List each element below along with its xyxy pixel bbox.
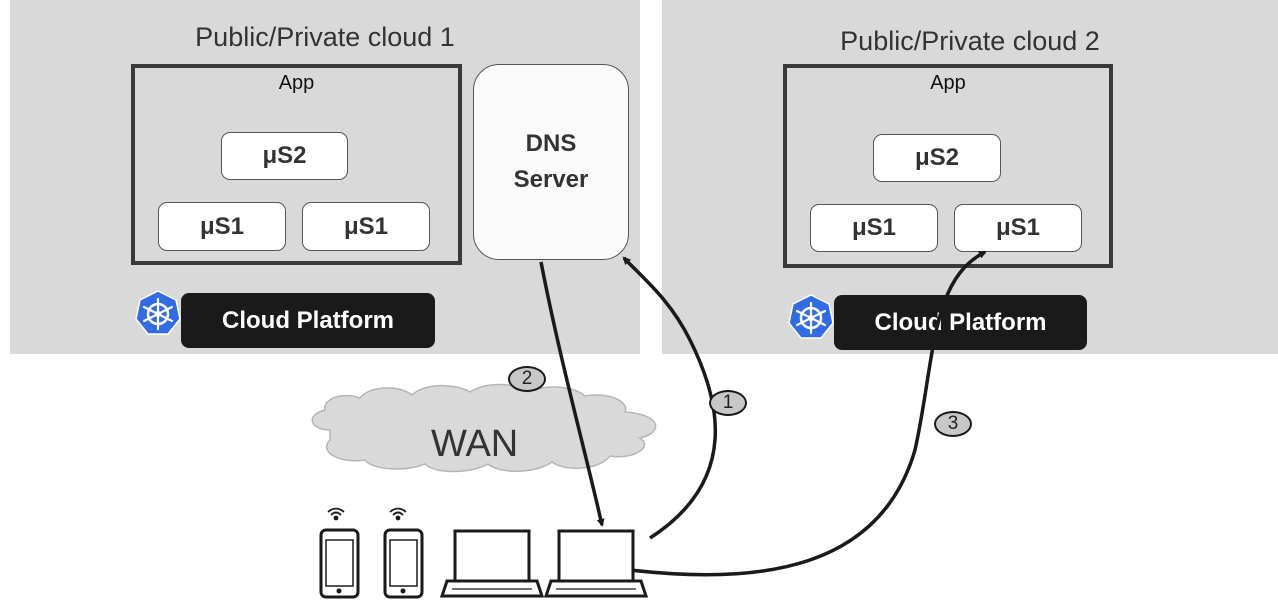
laptop-icon bbox=[543, 529, 649, 598]
wifi-icon bbox=[327, 507, 345, 521]
dns-server-label-line1: DNS bbox=[525, 130, 577, 157]
cloud-2-service-s1-b: μS1 bbox=[954, 204, 1082, 252]
kubernetes-icon bbox=[788, 294, 834, 339]
arrow-step-1 bbox=[622, 256, 718, 540]
cloud-1-app-label: App bbox=[278, 72, 315, 94]
arrow-step-2 bbox=[539, 261, 605, 527]
cloud-2-app-label: App bbox=[930, 72, 966, 94]
dns-server: DNS Server bbox=[473, 64, 629, 260]
cloud-2-platform: Cloud Platform bbox=[834, 295, 1087, 350]
phone-icon bbox=[319, 528, 360, 599]
cloud-1-app-box: App bbox=[131, 64, 462, 265]
cloud-1-service-s1-b: μS1 bbox=[302, 202, 430, 251]
cloud-2-title: Public/Private cloud 2 bbox=[840, 26, 1100, 56]
cloud-1-service-s1-a: μS1 bbox=[158, 202, 286, 251]
step-badge-2: 2 bbox=[508, 366, 546, 392]
kubernetes-icon bbox=[135, 290, 181, 335]
cloud-1-title: Public/Private cloud 1 bbox=[195, 22, 455, 52]
wan-label: WAN bbox=[431, 423, 519, 465]
step-badge-3: 3 bbox=[934, 411, 972, 437]
cloud-1-service-s2: μS2 bbox=[221, 132, 348, 180]
step-badge-1: 1 bbox=[709, 390, 747, 416]
dns-server-label-line2: Server bbox=[513, 166, 589, 193]
cloud-1-platform: Cloud Platform bbox=[181, 293, 435, 348]
cloud-2-service-s1-a: μS1 bbox=[810, 204, 938, 252]
cloud-2-app-box: App bbox=[783, 64, 1113, 268]
wan-cloud bbox=[311, 383, 657, 473]
laptop-icon bbox=[439, 529, 545, 598]
arrow-step-3 bbox=[629, 250, 987, 577]
wifi-icon bbox=[389, 507, 407, 521]
phone-icon bbox=[383, 528, 424, 599]
cloud-2-service-s2: μS2 bbox=[873, 134, 1001, 182]
